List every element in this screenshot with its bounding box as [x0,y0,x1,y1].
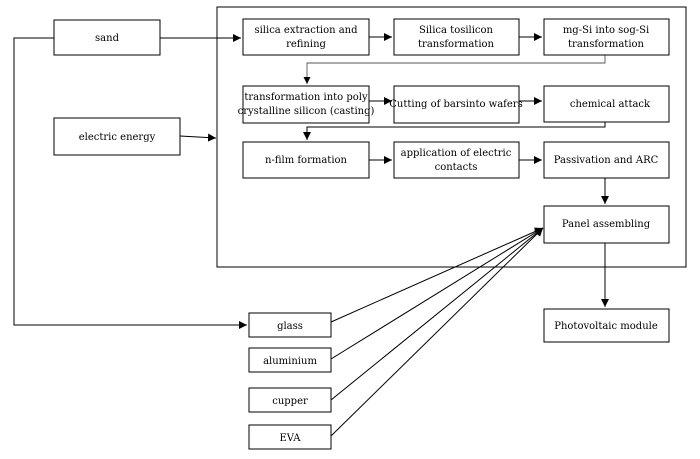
node-silica-to-silicon: Silica tosilicon transformation [393,18,520,56]
node-cutting: Cutting of barsinto wafers [389,85,523,124]
node-silica-extraction-line-2: refining [286,39,326,50]
node-mg-si-line-1: mg-Si into sog-Si [563,25,649,36]
edge-aluminium-to-panel [330,227,544,360]
process-frame [216,6,687,268]
node-aluminium-label: aluminium [263,356,317,367]
edge-energy-to-frame [179,133,217,142]
node-glass: glass [248,312,332,338]
node-electric-energy-label: electric energy [79,132,156,143]
edge-sand-to-glass [13,37,247,329]
edge-mgsi-to-casting [303,55,606,84]
node-panel-assembling-label: Panel assembling [562,219,651,230]
node-mg-si: mg-Si into sog-Si transformation [543,18,670,56]
node-photovoltaic-module-label: Photovoltaic module [554,321,658,332]
edge-glass-to-panel [330,227,544,323]
node-sand-label: sand [95,33,120,44]
node-eva: EVA [248,424,332,450]
node-mg-si-line-2: transformation [568,39,645,50]
node-cupper: cupper [248,387,332,413]
node-electric-contacts-line-1: application of electric [401,148,512,159]
node-passivation-label: Passivation and ARC [554,155,659,166]
node-electric-contacts: application of electric contacts [393,141,520,179]
node-aluminium: aluminium [248,347,332,373]
node-chemical-attack-label: chemical attack [570,99,651,110]
node-silica-extraction-line-1: silica extraction and [254,25,358,36]
node-electric-energy: electric energy [53,117,181,156]
edge-cupper-to-panel [330,227,544,401]
node-n-film-label: n-film formation [265,155,348,166]
node-panel-assembling: Panel assembling [543,205,670,244]
node-photovoltaic-module: Photovoltaic module [543,308,670,343]
node-cutting-label: Cutting of barsinto wafers [389,99,522,110]
node-silica-to-silicon-line-1: Silica tosilicon [419,25,494,36]
edge-chemical-to-nfilm [303,119,606,140]
node-passivation: Passivation and ARC [543,141,670,179]
node-chemical-attack: chemical attack [543,85,670,123]
node-sand: sand [53,19,161,56]
node-casting: transformation into poly crystalline sil… [238,85,375,124]
edge-eva-to-panel [330,227,544,437]
node-cupper-label: cupper [272,396,308,407]
node-electric-contacts-line-2: contacts [435,162,478,173]
node-n-film: n-film formation [242,141,370,179]
node-glass-label: glass [277,321,303,332]
edges [13,33,609,437]
node-casting-line-1: transformation into poly [244,92,368,103]
node-eva-label: EVA [279,433,301,444]
node-casting-line-2: crystalline silicon (casting) [238,106,375,117]
node-silica-to-silicon-line-2: transformation [418,39,495,50]
node-silica-extraction: silica extraction and refining [242,18,370,56]
